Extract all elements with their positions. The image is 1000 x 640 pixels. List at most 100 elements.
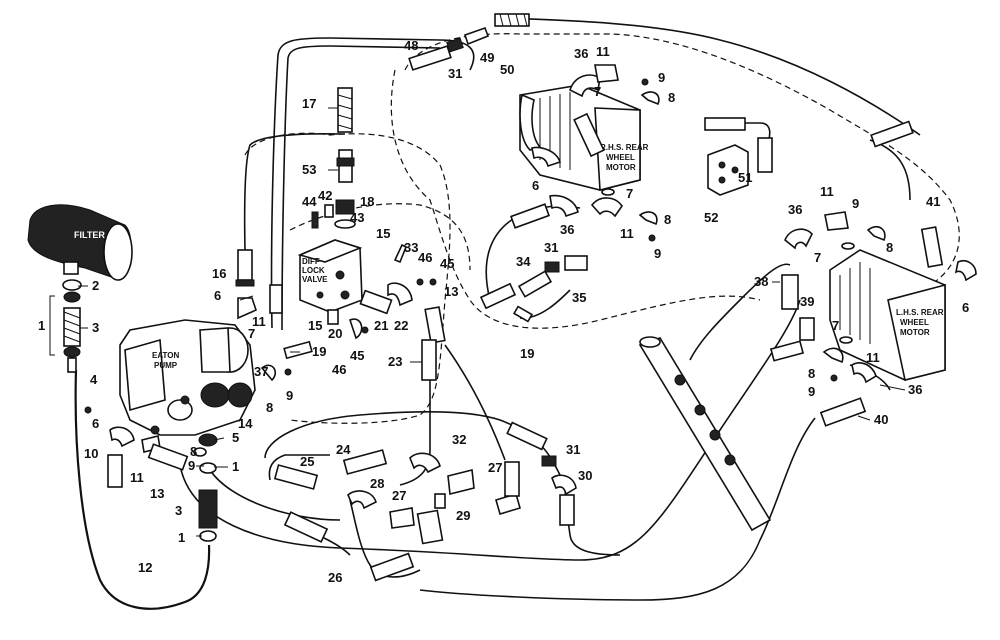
lhs-washer-7	[841, 242, 855, 250]
axle-tube-end	[639, 336, 661, 348]
fitting-42	[324, 204, 334, 218]
hose-40-run	[419, 417, 816, 601]
elbow-30	[551, 474, 577, 496]
hose-end-33	[479, 282, 517, 310]
elbow-32	[409, 452, 441, 474]
callout-26: 26	[328, 570, 342, 585]
fitting-1-bottom	[199, 530, 217, 542]
hose-end-26	[283, 511, 329, 543]
hose-end-51-top	[704, 117, 746, 131]
hose-end-17-hatch	[337, 94, 353, 130]
valve-label-line1: DIFF	[302, 257, 320, 266]
callout-19b: 19	[520, 346, 534, 361]
callout-8c: 8	[668, 90, 675, 105]
hose-end-at-pump	[269, 284, 283, 314]
callout-34: 34	[516, 254, 531, 269]
callout-12: 12	[138, 560, 152, 575]
callout-46: 46	[418, 250, 432, 265]
callout-50: 50	[500, 62, 514, 77]
filter-label: FILTER	[74, 230, 105, 240]
callout-8: 8	[190, 444, 197, 459]
lhs-motor-plate	[887, 283, 946, 381]
callout-28: 28	[370, 476, 384, 491]
callout-25: 25	[300, 454, 314, 469]
hose-38-run	[689, 263, 791, 361]
fitting-8-pump	[193, 447, 207, 457]
callout-43: 43	[350, 210, 364, 225]
rhs-motor-label-line1: R.H.S. REAR	[600, 143, 649, 152]
callout-7e: 7	[832, 318, 839, 333]
mid-fittings	[479, 194, 658, 323]
clamp-8-top	[640, 91, 660, 106]
leader-lines	[78, 107, 906, 537]
hose-end-17	[337, 87, 353, 133]
hose-end-30-down	[559, 494, 575, 526]
callout-21: 21	[374, 318, 388, 333]
filter-column	[49, 279, 82, 373]
callout-6b: 6	[214, 288, 221, 303]
oring-43	[334, 219, 356, 229]
hose-end-far-right	[870, 120, 914, 148]
hose-end-29	[416, 509, 444, 545]
eaton-pump: EATON PUMP	[119, 319, 256, 436]
callout-15b: 15	[308, 318, 322, 333]
hose-end-50-hatch	[499, 13, 528, 27]
bolt-9-mid	[648, 234, 656, 242]
lhs-motor-label-line3: MOTOR	[900, 328, 930, 337]
elbow-6-right	[954, 259, 977, 282]
rhs-rear-wheel-motor: R.H.S. REAR WHEEL MOTOR	[519, 64, 649, 218]
fitting-19-mid	[512, 305, 534, 323]
callout-17: 17	[302, 96, 316, 111]
washer-7-mid	[601, 188, 615, 196]
lhs-motor-fins	[839, 262, 871, 344]
nut-31-mid	[544, 261, 560, 273]
rhs-motor-plate	[594, 107, 641, 192]
valve-stack	[311, 87, 356, 229]
callout-2: 2	[92, 278, 99, 293]
callout-7d: 7	[814, 250, 821, 265]
tee-27-upper	[447, 469, 475, 495]
axle-tube-body	[638, 337, 772, 532]
hose-50-51	[499, 17, 921, 136]
rhs-motor-label-line2: WHEEL	[606, 153, 635, 162]
strainer-3-hatch	[63, 311, 81, 343]
callout-11: 11	[130, 470, 144, 485]
lhs-bolt-9-lower	[830, 374, 838, 382]
hose-lower-loop-2	[209, 469, 341, 521]
fitting-1-lower	[63, 346, 81, 358]
hose-end-23	[421, 339, 437, 381]
bracket-1	[49, 295, 55, 356]
callout-27b: 27	[392, 488, 406, 503]
callout-8e: 8	[886, 240, 893, 255]
callout-53: 53	[302, 162, 316, 177]
nut-31-upper	[446, 37, 464, 53]
rhs-elbow-36	[569, 74, 601, 98]
pump-port-left	[167, 399, 193, 421]
axle-boss-3	[709, 429, 721, 441]
lhs-washer-7-lower	[839, 336, 853, 344]
hose-end-38	[781, 274, 799, 310]
strainer-3-lower	[198, 489, 218, 529]
fitting-33	[393, 243, 408, 264]
hose-end-51	[757, 137, 773, 173]
hose-end-16	[235, 249, 283, 320]
pump-label-line1: EATON	[152, 351, 179, 360]
callout-4: 4	[90, 372, 98, 387]
callout-1b: 1	[232, 459, 239, 474]
fitting-39	[799, 317, 815, 341]
callout-3b: 3	[175, 503, 182, 518]
hose-lower-loop	[179, 299, 801, 561]
callout-20: 20	[328, 326, 342, 341]
hose-end-31-lower	[506, 421, 548, 451]
valve-port-1	[335, 270, 345, 280]
axle-boss-2	[694, 404, 706, 416]
callout-7: 7	[248, 326, 255, 341]
hose-end-41	[920, 226, 944, 268]
nut-53	[336, 157, 355, 167]
fitting-19-pump	[283, 340, 313, 360]
hose-12	[74, 369, 211, 610]
callout-3: 3	[92, 320, 99, 335]
lower-fittings	[84, 406, 577, 582]
pump-gear-1	[200, 382, 230, 408]
fitting-20	[327, 309, 339, 325]
